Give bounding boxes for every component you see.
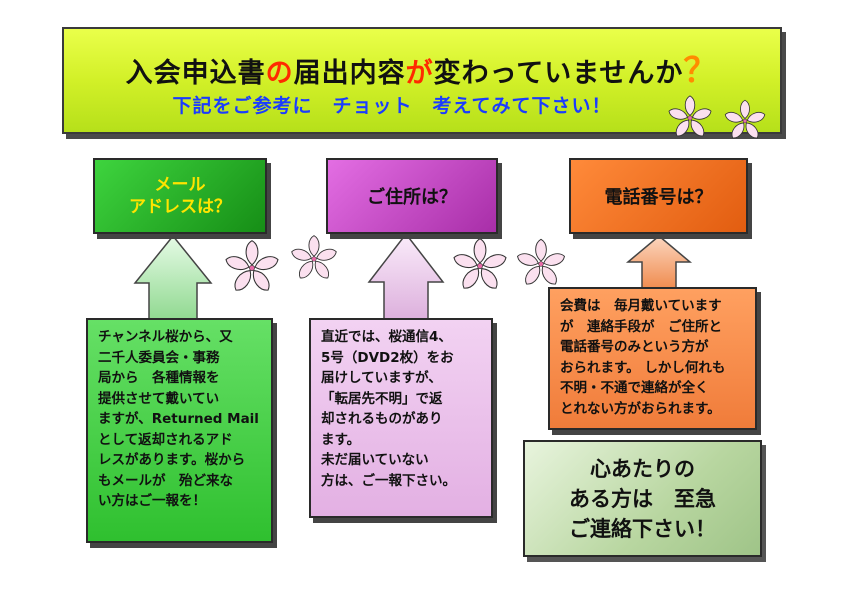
title-banner: 入会申込書の届出内容が変わっていませんか？ 下記をご参考に チョット 考えてみて… — [62, 27, 782, 134]
category-email-line2: アドレスは？ — [129, 197, 231, 217]
title-part-3: 変わっていませんか — [433, 58, 684, 89]
blossom-icon — [667, 95, 713, 140]
arrow-up-phone — [625, 235, 693, 291]
panel-email: チャンネル桜から、又 二千人委員会・事務 局から 各種情報を 提供させて戴いてい… — [86, 318, 273, 543]
notice-line1: 心あたりの — [590, 456, 695, 481]
panel-address-text: 直近では、桜通信4、 5号（DVD2枚）をお 届けしていますが、 「転居先不明」… — [321, 329, 456, 489]
blossom-icon — [289, 235, 339, 282]
page-title: 入会申込書の届出内容が変わっていませんか？ — [64, 43, 780, 92]
title-question-mark: ？ — [683, 51, 719, 91]
panel-phone: 会費は 毎月戴いています が 連絡手段が ご住所と 電話番号のみという方が おら… — [548, 287, 757, 430]
page-subtitle: 下記をご参考に チョット 考えてみて下さい！ — [172, 95, 612, 117]
panel-address: 直近では、桜通信4、 5号（DVD2枚）をお 届けしていますが、 「転居先不明」… — [309, 318, 493, 518]
category-phone: 電話番号は？ — [569, 158, 748, 234]
title-accent-1: の — [265, 58, 294, 89]
category-address: ご住所は？ — [326, 158, 498, 234]
blossom-icon — [451, 238, 509, 293]
notice-line2: ある方は 至急 — [569, 486, 716, 511]
title-part-1: 入会申込書 — [125, 58, 266, 89]
notice-line3: ご連絡下さい！ — [569, 516, 716, 541]
notice-box: 心あたりの ある方は 至急 ご連絡下さい！ — [523, 440, 762, 557]
title-part-2: 届出内容 — [293, 58, 406, 89]
panel-phone-text: 会費は 毎月戴いています が 連絡手段が ご住所と 電話番号のみという方が おら… — [560, 298, 726, 417]
category-email: メール アドレスは？ — [93, 158, 267, 234]
arrow-up-email — [133, 234, 213, 323]
category-phone-label: 電話番号は？ — [604, 187, 713, 208]
arrow-up-address — [367, 232, 445, 323]
blossom-icon — [223, 240, 281, 295]
blossom-icon — [723, 99, 767, 141]
blossom-icon — [515, 238, 567, 288]
category-address-label: ご住所は？ — [367, 187, 457, 208]
panel-email-text: チャンネル桜から、又 二千人委員会・事務 局から 各種情報を 提供させて戴いてい… — [98, 329, 259, 509]
category-email-line1: メール — [154, 174, 206, 195]
title-accent-2: が — [405, 58, 434, 89]
